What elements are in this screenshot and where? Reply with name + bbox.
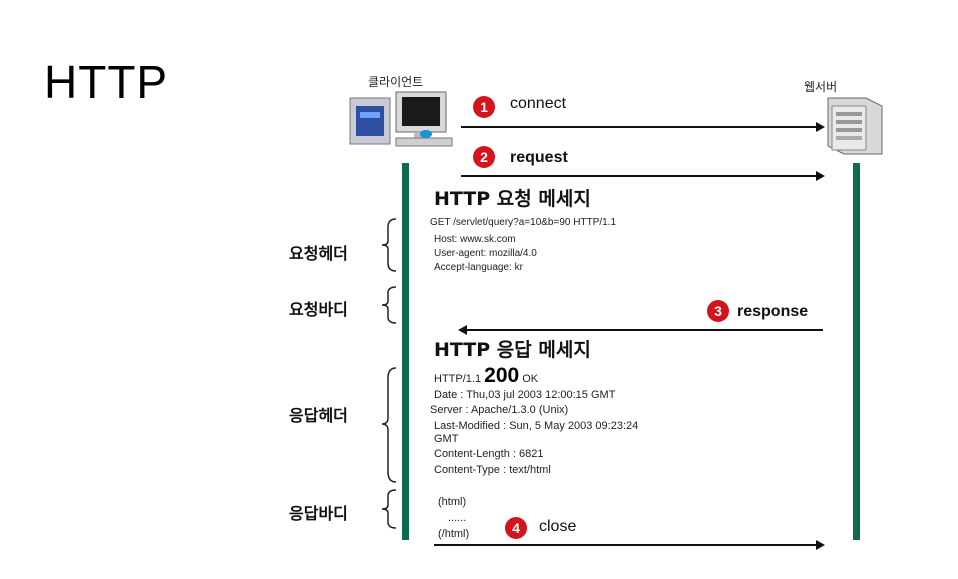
response-header-line: Last-Modified : Sun, 5 May 2003 09:23:24 <box>434 420 639 432</box>
request-line: GET /servlet/query?a=10&b=90 HTTP/1.1 <box>430 217 617 228</box>
response-body-line: (html) <box>438 496 467 508</box>
status-line: HTTP/1.1 200 OK <box>434 364 538 388</box>
response-message-title: HTTP 응답 메세지 <box>434 339 591 361</box>
status-prefix: HTTP/1.1 <box>434 373 482 385</box>
server-icon <box>827 97 883 155</box>
step-1-label: connect <box>510 95 567 112</box>
step-4-badge: 4 <box>505 517 527 539</box>
page-title: HTTP <box>44 56 169 108</box>
close-arrow <box>434 540 825 550</box>
step-3-label: response <box>737 303 809 320</box>
response-body-line: ...... <box>448 512 467 524</box>
response-header-label: 응답헤더 <box>289 406 348 425</box>
step-2-badge: 2 <box>473 146 495 168</box>
step-3-badge: 3 <box>707 300 729 322</box>
client-timeline <box>402 163 409 540</box>
request-header-line: Host: www.sk.com <box>434 234 516 245</box>
request-message-title: HTTP 요청 메세지 <box>434 188 591 210</box>
request-body-brace <box>381 286 397 324</box>
request-header-line: Accept-language: kr <box>434 262 523 273</box>
response-header-line: Date : Thu,03 jul 2003 12:00:15 GMT <box>434 389 616 401</box>
response-body-label: 응답바디 <box>289 504 348 523</box>
status-code: 200 <box>484 364 520 387</box>
step-1-badge: 1 <box>473 96 495 118</box>
step-4-label: close <box>539 518 577 535</box>
request-arrow <box>461 171 825 181</box>
step-2-label: request <box>510 149 568 166</box>
connect-arrow <box>461 122 825 132</box>
status-text: OK <box>522 373 539 385</box>
response-body-brace <box>381 489 397 529</box>
client-computer-icon <box>349 91 453 147</box>
client-label: 클라이언트 <box>368 75 424 89</box>
response-header-line: Server : Apache/1.3.0 (Unix) <box>430 404 569 416</box>
response-header-line: Content-Length : 6821 <box>434 448 544 460</box>
response-header-line: GMT <box>434 433 459 445</box>
response-header-brace <box>381 367 397 483</box>
request-body-label: 요청바디 <box>289 300 348 319</box>
response-arrow <box>458 325 823 335</box>
response-header-line: Content-Type : text/html <box>434 464 551 476</box>
request-header-brace <box>381 218 397 272</box>
request-header-line: User-agent: mozilla/4.0 <box>434 248 537 259</box>
request-header-label: 요청헤더 <box>289 244 348 263</box>
response-body-line: (/html) <box>438 528 470 540</box>
server-timeline <box>853 163 860 540</box>
server-label: 웹서버 <box>804 80 838 94</box>
